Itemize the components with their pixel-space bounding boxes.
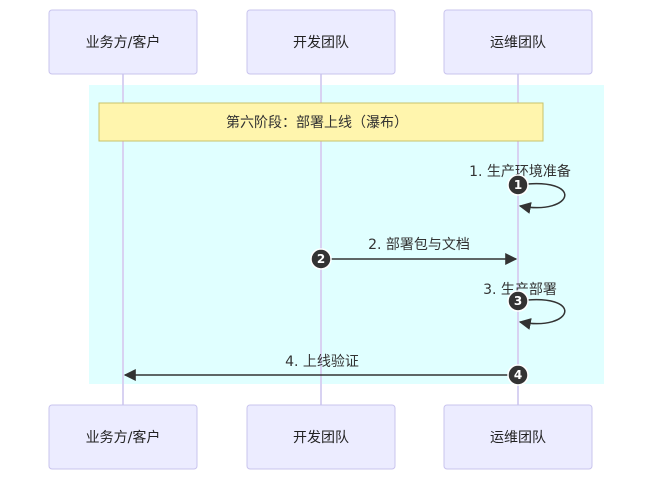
sequence-number-badge (507, 290, 529, 312)
actor-dev-bottom: 开发团队 (246, 404, 396, 470)
note-box (98, 102, 544, 142)
actor-label: 运维团队 (490, 35, 546, 51)
actor-ops-bottom: 运维团队 (443, 404, 593, 470)
actor-label: 开发团队 (293, 430, 349, 446)
actor-label: 开发团队 (293, 35, 349, 51)
sequence-number: 4 (514, 368, 522, 382)
actor-ops-top: 运维团队 (443, 9, 593, 75)
message-label: 4. 上线验证 (285, 354, 359, 370)
sequence-number-badge (310, 248, 332, 270)
note-text: 第六阶段：部署上线（瀑布） (226, 114, 408, 131)
message-4: 4. 上线验证 4 (123, 354, 529, 386)
actor-dev-top: 开发团队 (246, 9, 396, 75)
self-loop-arrow (517, 182, 566, 214)
actor-label: 业务方/客户 (86, 429, 161, 446)
actor-box (246, 9, 396, 75)
sequence-number: 2 (317, 252, 325, 266)
message-label: 1. 生产环境准备 (469, 163, 571, 180)
actor-box (443, 9, 593, 75)
message-label: 2. 部署包与文档 (368, 237, 470, 253)
phase-note: 第六阶段：部署上线（瀑布） (98, 102, 544, 142)
actor-box (48, 9, 198, 75)
message-label: 3. 生产部署 (483, 282, 557, 298)
actor-business-top: 业务方/客户 (48, 9, 198, 75)
actor-business-bottom: 业务方/客户 (48, 404, 198, 470)
sequence-number: 1 (514, 178, 522, 192)
actor-label: 运维团队 (490, 430, 546, 446)
sequence-number-badge (507, 174, 529, 196)
message-1: 1. 生产环境准备 1 (469, 163, 571, 214)
sequence-number-badge (507, 364, 529, 386)
actor-box (246, 404, 396, 470)
sequence-number: 3 (514, 294, 522, 308)
message-2: 2. 部署包与文档 2 (310, 237, 518, 270)
actor-label: 业务方/客户 (86, 34, 161, 51)
actor-box (48, 404, 198, 470)
actor-box (443, 404, 593, 470)
self-loop-arrow (517, 298, 566, 330)
message-3: 3. 生产部署 3 (483, 282, 566, 330)
